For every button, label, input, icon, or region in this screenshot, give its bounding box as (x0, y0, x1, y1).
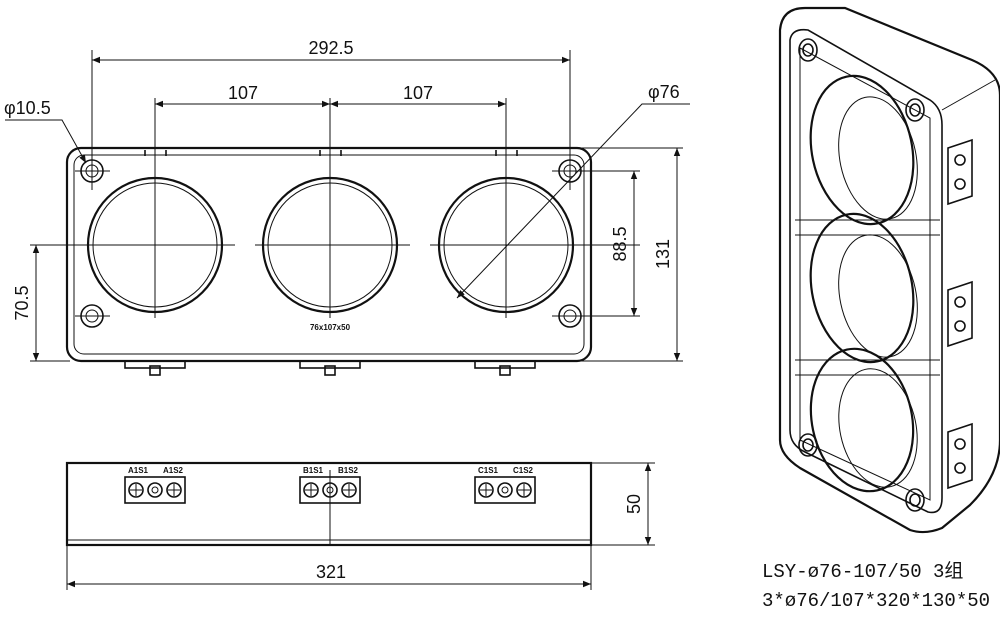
dim-window: φ76 (648, 82, 680, 102)
bottom-view: A1S1 A1S2 B1S1 B1S2 C1S1 C1S2 (65, 461, 655, 590)
iso-mount-holes (798, 38, 925, 512)
top-edge-ticks (144, 150, 518, 156)
bottom-body-outline (65, 461, 593, 547)
terminal-block-a: A1S1 A1S2 (124, 466, 186, 504)
iso-front-face (789, 28, 943, 514)
caption-line-2: 3*ø76/107*320*130*50 (762, 590, 991, 612)
iso-internal-ribs (795, 219, 940, 376)
iso-window-bottom (809, 347, 918, 493)
terminal-stubs (124, 360, 536, 376)
front-view: 76x107x50 292.5 107 107 φ10.5 φ76 88.5 1… (4, 38, 690, 376)
iso-side-terminals (947, 138, 973, 490)
isometric-view (778, 6, 1000, 534)
front-body-inner-edge (73, 154, 585, 355)
dim-height-total: 131 (653, 239, 673, 269)
iso-top-edge (941, 79, 996, 111)
caption-line-1: LSY-ø76-107/50 3组 (762, 561, 964, 583)
dim-center-height: 70.5 (12, 285, 32, 320)
dim-mount-hole: φ10.5 (4, 98, 51, 118)
terminal-block-b: B1S1 B1S2 (299, 466, 361, 504)
terminal-c-s1: C1S1 (478, 466, 499, 475)
terminal-b-s1: B1S1 (303, 466, 324, 475)
dim-height-hole-span: 88.5 (610, 226, 630, 261)
dim-depth: 50 (624, 494, 644, 514)
iso-window-middle (809, 212, 918, 364)
bottom-extension-lines (66, 462, 655, 590)
dim-length: 321 (316, 562, 346, 582)
iso-body-outline (778, 6, 1000, 534)
terminal-block-c: C1S1 C1S2 (474, 466, 536, 504)
dim-pitch-right: 107 (403, 83, 433, 103)
terminal-c-s2: C1S2 (513, 466, 534, 475)
leader-window (456, 103, 690, 299)
dim-overall-hole-span: 292.5 (308, 38, 353, 58)
dim-pitch-left: 107 (228, 83, 258, 103)
terminal-a-s2: A1S2 (163, 466, 184, 475)
model-mark: 76x107x50 (310, 323, 351, 332)
iso-front-inner (799, 47, 931, 501)
terminal-a-s1: A1S1 (128, 466, 149, 475)
iso-window-top (809, 74, 918, 226)
center-lines (30, 50, 683, 362)
leader-mount-hole (5, 119, 87, 164)
terminal-b-s2: B1S2 (338, 466, 359, 475)
